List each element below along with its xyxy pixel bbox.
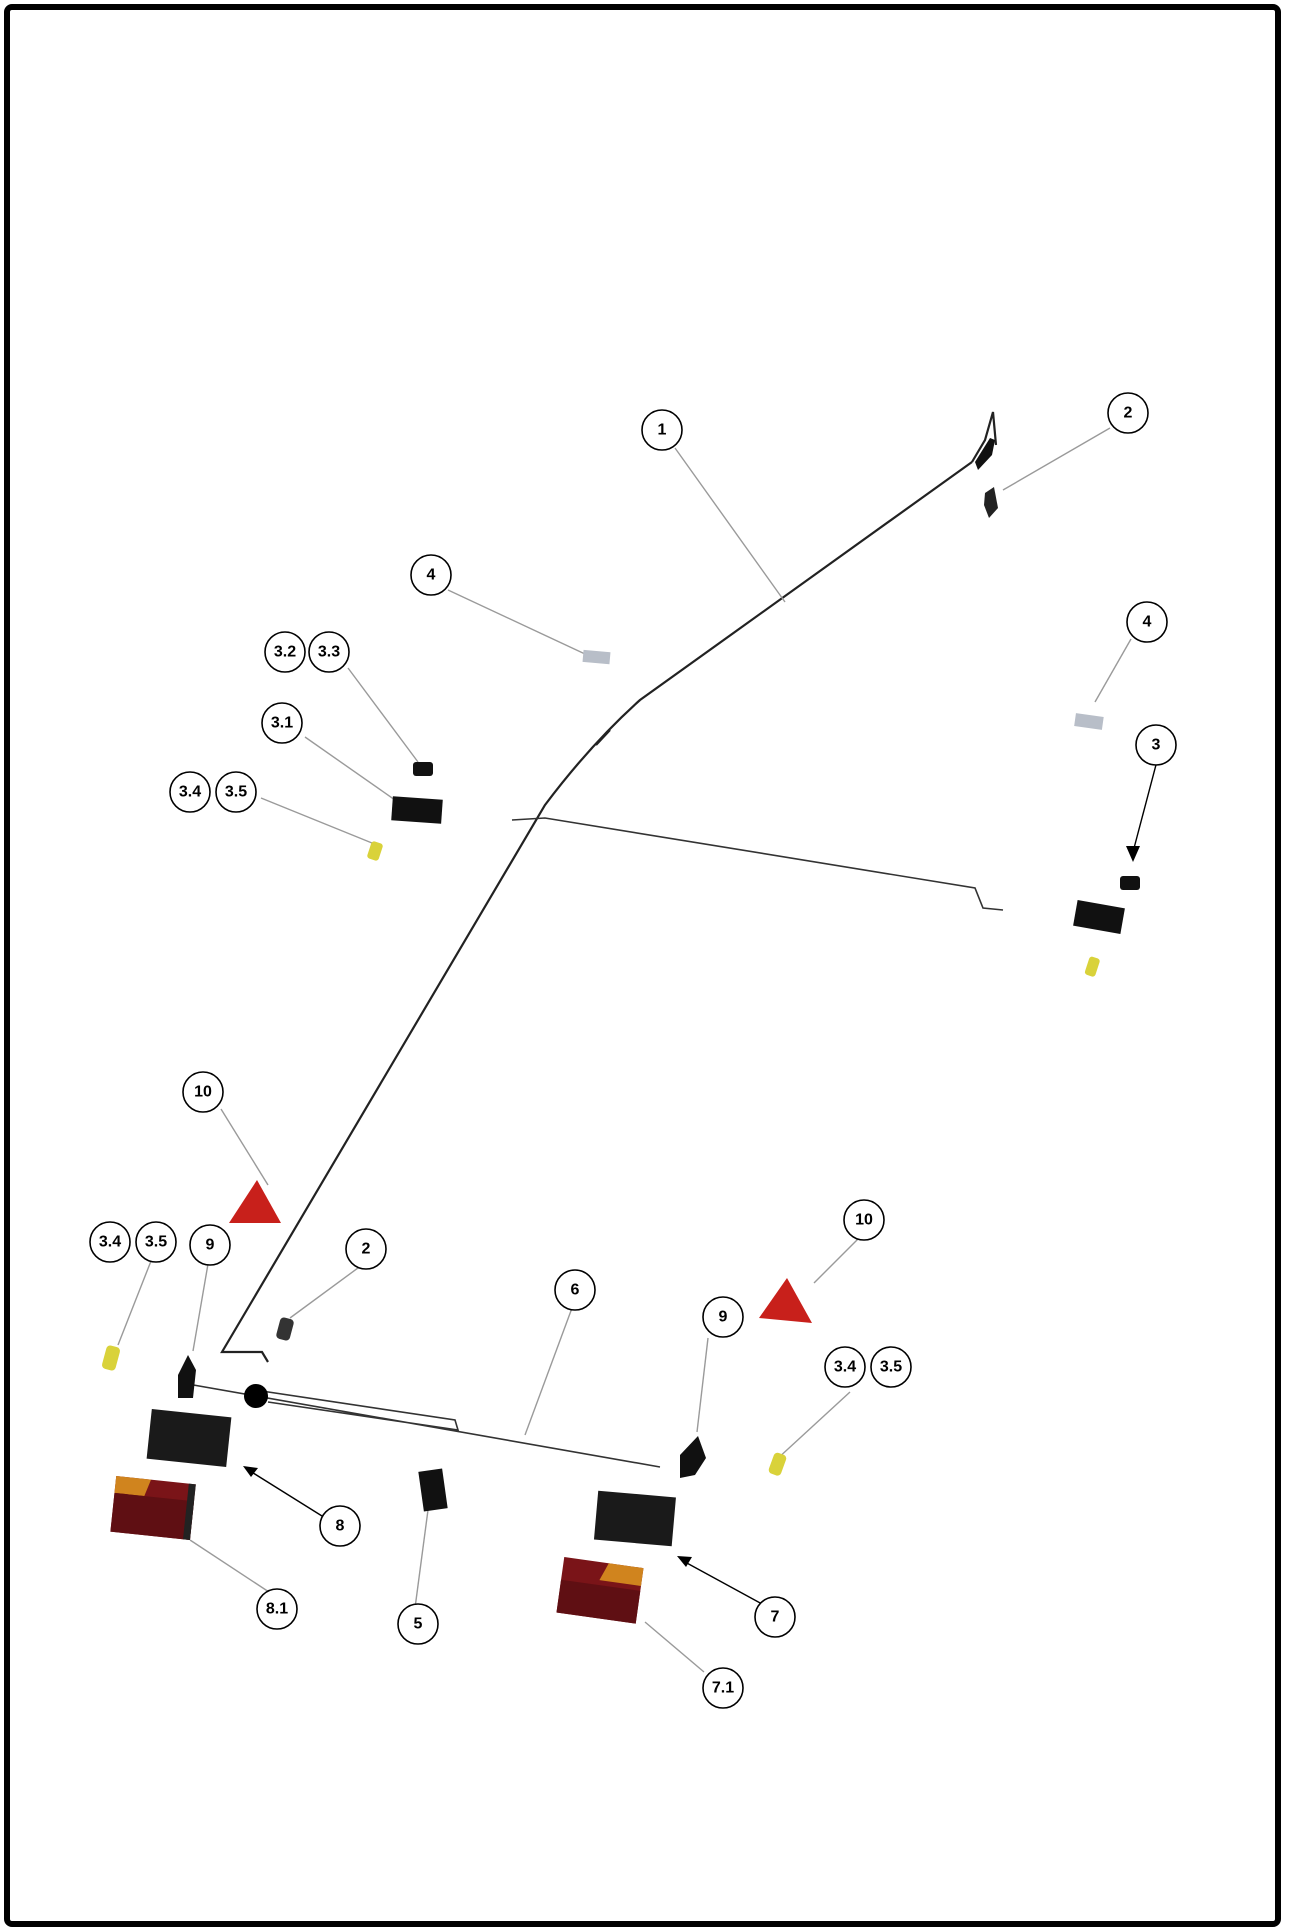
lens-yellow-upper-left — [367, 841, 383, 861]
svg-text:3.5: 3.5 — [880, 1359, 902, 1376]
svg-text:3.4: 3.4 — [99, 1234, 121, 1251]
callout-4-left: 4 — [410, 554, 452, 596]
svg-text:3.5: 3.5 — [225, 784, 247, 801]
svg-text:8: 8 — [336, 1518, 345, 1535]
svg-text:2: 2 — [362, 1241, 371, 1258]
side-lamp-cap — [413, 762, 433, 776]
callout-3.4-lower-right: 3.4 — [824, 1346, 866, 1388]
svg-text:7: 7 — [771, 1609, 780, 1626]
svg-text:6: 6 — [571, 1282, 580, 1299]
callout-9-right: 9 — [702, 1296, 744, 1338]
tail-lamp-right — [556, 1556, 644, 1624]
side-lamp-housing-right — [1073, 900, 1125, 934]
lens-yellow-lower-left — [102, 1345, 120, 1371]
svg-text:9: 9 — [719, 1309, 728, 1326]
warning-triangle-left — [229, 1180, 281, 1223]
socket-right — [680, 1436, 706, 1478]
svg-text:1: 1 — [658, 422, 667, 439]
callout-4-right: 4 — [1126, 601, 1168, 643]
callout-1: 1 — [641, 409, 683, 451]
plug-5 — [418, 1468, 448, 1512]
warning-triangle-right — [759, 1278, 812, 1323]
callout-5: 5 — [397, 1603, 439, 1645]
callout-3: 3 — [1135, 724, 1177, 766]
side-marker-grey-right — [1074, 713, 1104, 730]
callout-8: 8 — [319, 1505, 361, 1547]
callout-7.1: 7.1 — [702, 1667, 744, 1709]
callout-3.1: 3.1 — [261, 702, 303, 744]
lens-yellow-lower-right — [768, 1452, 787, 1476]
diagram-frame — [4, 4, 1281, 1927]
callout-2-bottom: 2 — [345, 1228, 387, 1270]
connector-junction — [244, 1384, 268, 1408]
earth-connector-top — [984, 487, 998, 518]
earth-connector-bottom — [276, 1317, 294, 1341]
side-lamp-housing-left — [391, 796, 443, 824]
side-lamp-cap-right — [1120, 876, 1140, 890]
svg-text:3.1: 3.1 — [271, 715, 293, 732]
svg-text:4: 4 — [1143, 614, 1152, 631]
svg-text:3: 3 — [1152, 737, 1161, 754]
side-marker-grey-left — [582, 649, 611, 665]
callout-3.5-upper: 3.5 — [215, 771, 257, 813]
svg-text:10: 10 — [855, 1212, 873, 1229]
callout-2-top: 2 — [1107, 392, 1149, 434]
rear-lamp-bracket-left — [146, 1408, 232, 1468]
svg-text:3.4: 3.4 — [834, 1359, 856, 1376]
socket-left — [178, 1355, 196, 1398]
tail-lamp-left — [110, 1475, 196, 1541]
svg-text:5: 5 — [414, 1616, 423, 1633]
callout-9-left: 9 — [189, 1224, 231, 1266]
svg-text:3.4: 3.4 — [179, 784, 201, 801]
lens-yellow-right — [1084, 956, 1100, 977]
svg-text:2: 2 — [1124, 405, 1133, 422]
cross-cable-upper — [511, 817, 1004, 911]
svg-text:7.1: 7.1 — [712, 1680, 734, 1697]
svg-text:3.5: 3.5 — [145, 1234, 167, 1251]
svg-text:10: 10 — [194, 1084, 212, 1101]
svg-text:3.3: 3.3 — [318, 644, 340, 661]
callout-3.5-lower-right: 3.5 — [870, 1346, 912, 1388]
main-cable-harness — [220, 461, 973, 1363]
svg-text:8.1: 8.1 — [266, 1601, 288, 1618]
rear-lamp-bracket-right — [593, 1490, 676, 1547]
callout-7: 7 — [754, 1596, 796, 1638]
svg-text:4: 4 — [427, 567, 436, 584]
callout-3.2: 3.2 — [264, 631, 306, 673]
callout-3.4-lower-left: 3.4 — [89, 1221, 131, 1263]
svg-text:9: 9 — [206, 1237, 215, 1254]
callout-3.5-lower-left: 3.5 — [135, 1221, 177, 1263]
cable-end-connector — [975, 438, 995, 470]
callout-8.1: 8.1 — [256, 1588, 298, 1630]
callout-3.4-upper: 3.4 — [169, 771, 211, 813]
callout-10-left: 10 — [182, 1071, 224, 1113]
callout-10-right: 10 — [843, 1199, 885, 1241]
callout-6: 6 — [554, 1269, 596, 1311]
callout-3.3: 3.3 — [308, 631, 350, 673]
svg-text:3.2: 3.2 — [274, 644, 296, 661]
